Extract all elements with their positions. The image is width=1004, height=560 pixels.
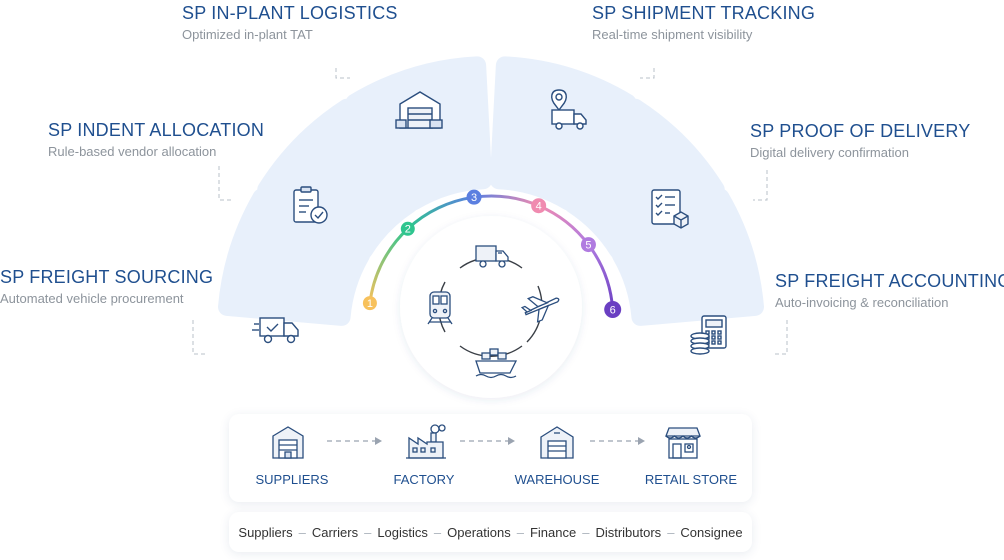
checklist-box-icon xyxy=(651,189,689,229)
petal-freight-sourcing xyxy=(218,188,371,326)
separator: – xyxy=(667,524,675,540)
separator: – xyxy=(298,524,306,540)
flow-label: RETAIL STORE xyxy=(644,472,738,487)
step-marker-2 xyxy=(400,221,415,236)
stakeholder-bar: Suppliers– Carriers– Logistics– Operatio… xyxy=(229,512,752,552)
module-subtitle: Auto-invoicing & reconciliation xyxy=(775,295,949,310)
flow-node-factory: FACTORY xyxy=(369,466,479,487)
step-number: 6 xyxy=(610,304,616,316)
connector-line xyxy=(218,166,233,201)
supply-chain-flow: SUPPLIERS FACTORY WAREHOUSE RETAIL STORE xyxy=(229,414,752,502)
connector-line xyxy=(773,320,788,355)
step-marker-4 xyxy=(531,198,547,214)
truck-location-icon xyxy=(551,89,587,130)
retail-store-icon xyxy=(665,427,701,459)
step-number: 4 xyxy=(536,200,542,212)
module-subtitle: Rule-based vendor allocation xyxy=(48,144,217,159)
stakeholder-item: Consignee xyxy=(680,524,743,540)
module-title: SP FREIGHT SOURCING xyxy=(0,267,214,287)
module-title: SP INDENT ALLOCATION xyxy=(48,120,265,140)
separator: – xyxy=(364,524,372,540)
connector-line xyxy=(335,68,350,79)
center-circle xyxy=(400,216,582,398)
flow-node-retail-store: RETAIL STORE xyxy=(636,466,746,487)
module-title: SP IN-PLANT LOGISTICS xyxy=(182,3,398,23)
module-label-proof-of-delivery: SP PROOF OF DELIVERY Digital delivery co… xyxy=(750,121,970,161)
module-subtitle: Automated vehicle procurement xyxy=(0,291,184,306)
flow-graphics xyxy=(272,424,701,459)
stakeholder-item: Finance xyxy=(529,524,577,540)
module-title: SP SHIPMENT TRACKING xyxy=(592,3,816,23)
step-marker-5 xyxy=(580,237,596,253)
flow-node-suppliers: SUPPLIERS xyxy=(237,466,347,487)
step-marker-1 xyxy=(362,296,377,311)
ship-icon xyxy=(475,348,518,379)
warehouse-icon xyxy=(395,91,443,129)
document-check-icon xyxy=(293,186,328,224)
truck-check-icon xyxy=(252,317,299,344)
separator: – xyxy=(433,524,442,540)
stakeholder-item: Logistics xyxy=(377,524,428,540)
module-subtitle: Optimized in-plant TAT xyxy=(182,27,313,42)
connector-line xyxy=(753,170,768,201)
module-subtitle: Digital delivery confirmation xyxy=(750,145,909,160)
warehouse-icon xyxy=(540,426,574,459)
petal-indent-allocation xyxy=(257,98,419,260)
connector-line xyxy=(640,68,655,79)
step-marker-3 xyxy=(466,189,482,205)
module-label-shipment-tracking: SP SHIPMENT TRACKING Real-time shipment … xyxy=(592,3,815,43)
flow-label: FACTORY xyxy=(393,472,455,487)
connector-line xyxy=(192,320,207,355)
module-label-indent-allocation: SP INDENT ALLOCATION Rule-based vendor a… xyxy=(48,120,264,160)
separator: – xyxy=(516,524,524,540)
petal-in-plant-logistics xyxy=(345,56,493,211)
progress-arc-segment xyxy=(368,227,410,305)
module-label-in-plant-logistics: SP IN-PLANT LOGISTICS Optimized in-plant… xyxy=(182,3,398,43)
stakeholder-item: Operations xyxy=(447,524,511,540)
flow-node-warehouse: WAREHOUSE xyxy=(502,466,612,487)
stakeholder-item: Distributors xyxy=(595,524,662,540)
factory-icon xyxy=(406,424,446,459)
progress-arc-segment xyxy=(586,243,615,311)
module-title: SP PROOF OF DELIVERY xyxy=(750,121,971,141)
flow-label: SUPPLIERS xyxy=(255,472,329,487)
petal-freight-accounting xyxy=(611,188,764,326)
step-number: 3 xyxy=(471,192,477,204)
module-label-freight-accounting: SP FREIGHT ACCOUNTING Auto-invoicing & r… xyxy=(775,271,1004,311)
module-title: SP FREIGHT ACCOUNTING xyxy=(775,271,1004,291)
supplier-warehouse-icon xyxy=(272,426,304,459)
module-subtitle: Real-time shipment visibility xyxy=(592,27,753,42)
stakeholder-item: Suppliers xyxy=(238,524,293,540)
petal-proof-of-delivery xyxy=(563,98,725,260)
step-number: 1 xyxy=(367,298,373,310)
petal-shipment-tracking xyxy=(489,56,637,211)
stakeholder-item: Carriers xyxy=(311,524,359,540)
step-marker-6 xyxy=(604,300,622,318)
train-icon xyxy=(427,291,453,325)
progress-arc-segment xyxy=(472,194,541,208)
truck-icon xyxy=(475,245,509,268)
airplane-icon xyxy=(520,296,560,323)
flow-label: WAREHOUSE xyxy=(514,472,600,487)
step-number: 5 xyxy=(585,239,591,251)
calculator-coins-icon xyxy=(690,315,727,355)
step-number: 2 xyxy=(405,224,411,236)
separator: – xyxy=(582,524,590,540)
module-label-freight-sourcing: SP FREIGHT SOURCING Automated vehicle pr… xyxy=(0,267,213,307)
